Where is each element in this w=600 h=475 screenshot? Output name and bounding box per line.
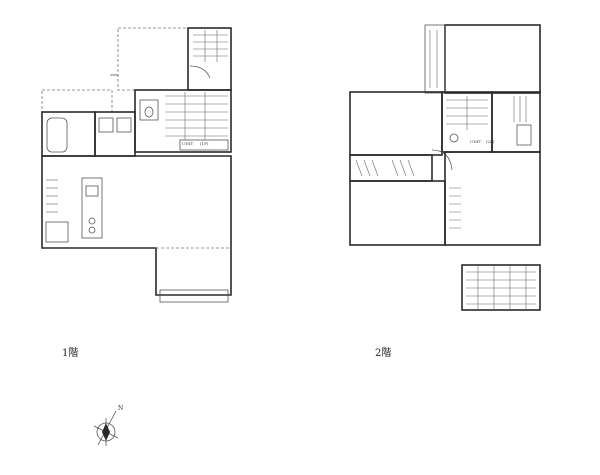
- hall-door-swing: [431, 149, 453, 171]
- floor-2-plan: [349, 24, 541, 311]
- entrance-block: [187, 27, 232, 91]
- toilet-2f: [449, 133, 459, 143]
- washroom: [94, 111, 136, 157]
- stair-note-box: [179, 139, 229, 151]
- kitchen-counter: [81, 177, 103, 239]
- stove-burner-1: [88, 226, 96, 234]
- bedroom-lower-left: [349, 180, 446, 246]
- kitchen-sink: [85, 185, 99, 197]
- stair-note-3: UNIT: [470, 139, 482, 144]
- fridge-space: [45, 221, 69, 243]
- balcony-bottom: [461, 264, 541, 311]
- closet-right: [491, 91, 541, 153]
- bathtub: [46, 117, 68, 153]
- washing-machine: [116, 117, 132, 133]
- floor-1-label: 1階: [62, 348, 79, 359]
- bedroom-lower-right: [444, 151, 541, 246]
- stair-note-2: (1F): [200, 141, 209, 146]
- balcony-top: [424, 24, 446, 94]
- lower-closet-hatch: [449, 187, 461, 229]
- washbasin: [98, 117, 114, 133]
- toilet-room: [139, 99, 159, 121]
- ldk-room: [41, 155, 232, 296]
- stair-note-4: (2F): [486, 139, 495, 144]
- north-compass-icon: [93, 410, 119, 446]
- floor1-stair-hatch: [165, 92, 228, 140]
- entrance-door-swing: [189, 65, 211, 79]
- closet-row-hatch: [355, 159, 415, 177]
- floor-2-label: 2階: [375, 348, 392, 359]
- floor2-stair-hatch: [446, 96, 488, 130]
- bedroom-top: [444, 24, 541, 94]
- entrance-stair-hatch: [193, 30, 228, 62]
- closet-row: [349, 154, 433, 182]
- porch-outline: [117, 27, 189, 91]
- washbasin-2f: [516, 124, 532, 146]
- north-label: N: [118, 405, 124, 412]
- closet-right-hatch: [513, 96, 527, 122]
- stove-burner-2: [88, 217, 96, 225]
- terrace: [159, 289, 229, 303]
- toilet-fixture: [144, 106, 154, 118]
- kitchen-storage-hatch: [46, 179, 58, 213]
- bedroom-left: [349, 91, 443, 156]
- balcony-bottom-hatch: [466, 266, 536, 309]
- upper-dashed-area: [41, 89, 113, 113]
- stair-note-1: UNIT: [182, 141, 194, 146]
- floor-1-plan: [41, 27, 232, 303]
